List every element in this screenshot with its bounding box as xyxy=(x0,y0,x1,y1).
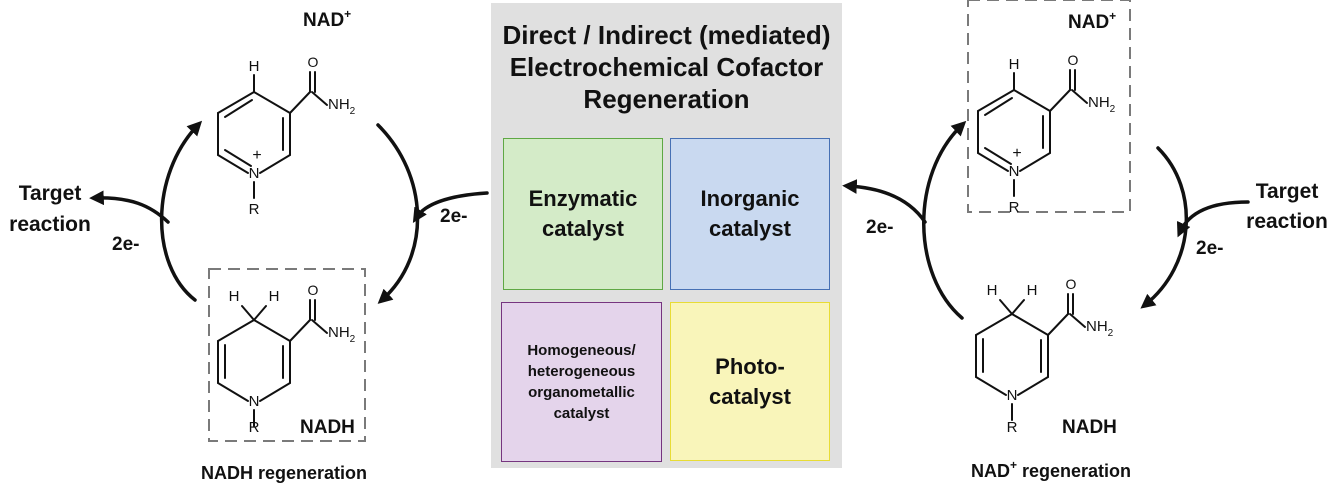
left-target-arrow xyxy=(89,190,170,224)
right-nad-charge: + xyxy=(1012,145,1021,162)
left-nad-amide: NH2 xyxy=(328,96,356,117)
right-nad-amide-sub: 2 xyxy=(1110,104,1116,115)
organometallic-catalyst-box: Homogeneous/ heterogeneous organometalli… xyxy=(501,302,662,462)
right-electron-output-arrow xyxy=(842,179,927,224)
left-nad-r-group: R xyxy=(249,201,260,218)
left-electron-label-left: 2e- xyxy=(112,234,139,255)
left-nad-charge: + xyxy=(252,147,261,164)
right-nad-dashed-box xyxy=(967,0,1131,213)
left-electron-input-arrow xyxy=(412,191,489,223)
panel-title-line-3: Regeneration xyxy=(583,84,750,114)
left-nadh-dashed-box xyxy=(208,268,366,442)
panel-title-line-1: Direct / Indirect (mediated) xyxy=(502,20,831,50)
left-nadh-amide-n: NH xyxy=(328,324,350,341)
left-nad-molecule: N + H O NH2 R xyxy=(217,54,356,218)
inorganic-line-2: catalyst xyxy=(709,216,791,241)
right-nadh-molecule: N H H O NH2 R xyxy=(975,276,1114,436)
photocatalyst-box: Photo- catalyst xyxy=(670,302,830,461)
left-nadh-oxygen: O xyxy=(308,282,319,298)
panel-title: Direct / Indirect (mediated) Electrochem… xyxy=(491,19,842,115)
homogeneous-line-3: organometallic xyxy=(528,384,635,401)
left-target-line-2: reaction xyxy=(9,213,91,236)
left-target-line-1: Target xyxy=(19,182,82,205)
left-nadh-label: NADH xyxy=(300,417,355,438)
right-nad-amide-n: NH xyxy=(1088,94,1110,111)
right-nadh-hydrogen-1: H xyxy=(987,282,998,299)
left-oxidation-arrow xyxy=(159,120,203,302)
homogeneous-line-4: catalyst xyxy=(553,405,610,422)
left-nad-oxygen: O xyxy=(308,54,319,70)
left-nadh-hydrogen-2: H xyxy=(269,288,280,305)
photo-line-2: catalyst xyxy=(709,383,791,409)
left-nadh-amide-sub: 2 xyxy=(350,334,356,345)
left-nad-hydrogen: H xyxy=(249,58,260,75)
right-nadh-amide: NH2 xyxy=(1086,318,1114,339)
left-nad-label: NAD+ xyxy=(303,7,351,31)
inorganic-catalyst-box: Inorganic catalyst xyxy=(670,138,830,290)
homogeneous-line-1: Homogeneous/ xyxy=(527,342,636,359)
right-nadh-amide-sub: 2 xyxy=(1108,328,1114,339)
left-reduction-arrow xyxy=(376,123,420,304)
right-nad-label: NAD+ xyxy=(1068,9,1116,33)
right-nad-amide: NH2 xyxy=(1088,94,1116,115)
right-target-line-1: Target xyxy=(1256,180,1319,203)
left-nad-amide-n: NH xyxy=(328,96,350,113)
right-nad-molecule: N + H O NH2 R xyxy=(977,52,1116,216)
enzymatic-catalyst-box: Enzymatic catalyst xyxy=(503,138,663,290)
right-electron-label-right: 2e- xyxy=(1196,238,1223,259)
right-caption: NAD+ regeneration xyxy=(971,458,1131,481)
right-nad-r-group: R xyxy=(1009,199,1020,216)
left-nadh-r-group: R xyxy=(249,419,260,436)
right-nad-oxygen: O xyxy=(1068,52,1079,68)
right-nadh-hydrogen-2: H xyxy=(1027,282,1038,299)
photo-line-1: Photo- xyxy=(715,353,785,379)
homogeneous-line-2: heterogeneous xyxy=(527,363,636,380)
right-reduction-arrow xyxy=(1140,146,1189,309)
right-nadh-amide-n: NH xyxy=(1086,318,1108,335)
right-electron-label-left: 2e- xyxy=(866,217,893,238)
right-nad-nitrogen: N xyxy=(1009,163,1020,180)
right-nadh-oxygen: O xyxy=(1066,276,1077,292)
left-electron-label-right: 2e- xyxy=(440,206,467,227)
enzymatic-line-2: catalyst xyxy=(542,216,624,241)
panel-title-line-2: Electrochemical Cofactor xyxy=(509,52,824,82)
inorganic-line-1: Inorganic xyxy=(700,186,800,211)
catalyst-panel: Direct / Indirect (mediated) Electrochem… xyxy=(491,3,842,468)
left-nadh-molecule: N H H O NH2 R xyxy=(217,282,356,436)
left-nadh-amide: NH2 xyxy=(328,324,356,345)
right-nad-hydrogen: H xyxy=(1009,56,1020,73)
left-nad-amide-sub: 2 xyxy=(350,106,356,117)
left-nadh-hydrogen-1: H xyxy=(229,288,240,305)
right-nadh-r-group: R xyxy=(1007,419,1018,436)
left-caption: NADH regeneration xyxy=(201,463,367,483)
right-oxidation-arrow xyxy=(922,120,967,320)
right-nadh-nitrogen: N xyxy=(1007,387,1018,404)
left-nad-nitrogen: N xyxy=(249,165,260,182)
right-nadh-label: NADH xyxy=(1062,417,1117,438)
right-target-line-2: reaction xyxy=(1246,210,1328,233)
enzymatic-line-1: Enzymatic xyxy=(528,186,638,211)
right-target-arrow xyxy=(1176,200,1250,238)
left-nadh-nitrogen: N xyxy=(249,393,260,410)
